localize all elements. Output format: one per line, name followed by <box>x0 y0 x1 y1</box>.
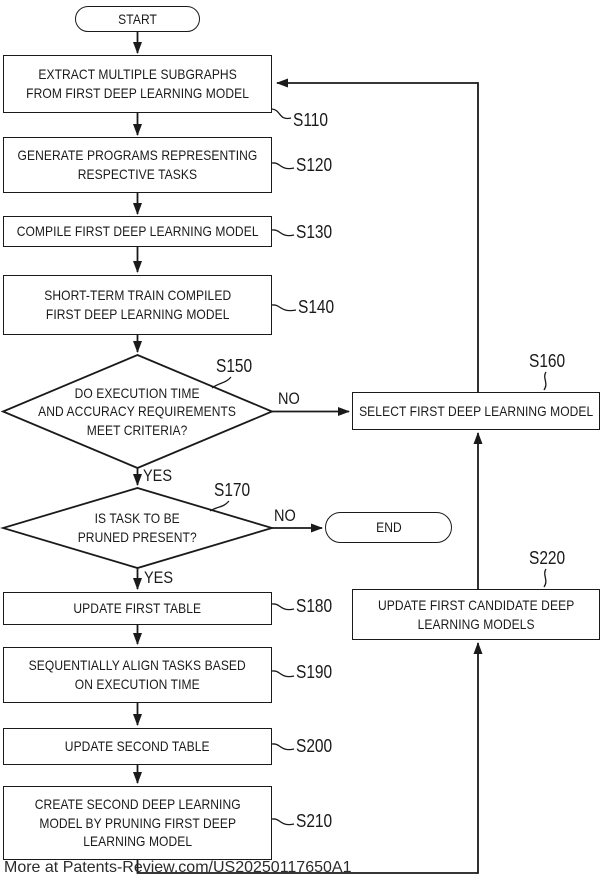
step-ref-s170: S170 <box>214 480 251 500</box>
step-ref-s200: S200 <box>296 736 333 756</box>
s170-label-connector <box>210 501 229 511</box>
branch-label-s150-no: NO <box>278 390 300 408</box>
process-s180-text: UPDATE FIRST TABLE <box>73 600 202 617</box>
s140-label-connector <box>272 305 296 311</box>
step-ref-s110: S110 <box>293 110 329 130</box>
step-ref-s120: S120 <box>296 155 333 175</box>
s220-label-connector <box>544 569 546 587</box>
step-ref-s160: S160 <box>529 351 566 371</box>
process-s160-text: SELECT FIRST DEEP LEARNING MODEL <box>358 402 594 419</box>
process-s180: UPDATE FIRST TABLE <box>3 592 272 625</box>
process-s160: SELECT FIRST DEEP LEARNING MODEL <box>352 392 600 430</box>
process-s220: UPDATE FIRST CANDIDATE DEEP LEARNING MOD… <box>352 589 600 640</box>
branch-label-s170-yes: YES <box>144 569 174 587</box>
s160-label-connector <box>544 372 546 390</box>
process-s210: CREATE SECOND DEEP LEARNING MODEL BY PRU… <box>3 786 272 860</box>
decision-s150-text: DO EXECUTION TIME AND ACCURACY REQUIREME… <box>38 384 237 438</box>
s120-label-connector <box>272 163 294 169</box>
s150-label-connector <box>212 377 231 388</box>
process-s200: UPDATE SECOND TABLE <box>3 728 272 765</box>
start-terminator: START <box>75 6 200 32</box>
process-s130: COMPILE FIRST DEEP LEARNING MODEL <box>3 216 272 247</box>
s110-label-connector <box>272 109 291 119</box>
process-s140-text: SHORT-TERM TRAIN COMPILED FIRST DEEP LEA… <box>43 287 231 322</box>
process-s140: SHORT-TERM TRAIN COMPILED FIRST DEEP LEA… <box>3 275 272 335</box>
decision-s170-shape <box>3 488 272 568</box>
decision-s170-text: IS TASK TO BE PRUNED PRESENT? <box>77 510 198 545</box>
s190-label-connector <box>272 671 294 677</box>
s210-label-connector <box>272 819 294 825</box>
process-s190-text: SEQUENTIALLY ALIGN TASKS BASED ON EXECUT… <box>28 657 247 692</box>
s200-label-connector <box>272 744 294 750</box>
process-s200-text: UPDATE SECOND TABLE <box>65 738 210 755</box>
end-terminator: END <box>325 512 452 543</box>
decision-s150: DO EXECUTION TIME AND ACCURACY REQUIREME… <box>3 355 272 468</box>
s130-label-connector <box>272 230 294 236</box>
step-ref-s130: S130 <box>296 222 333 242</box>
step-ref-s140: S140 <box>298 297 335 317</box>
decision-s150-shape <box>3 355 272 468</box>
footer-watermark: More at Patents-Review.com/US20250117650… <box>4 859 352 876</box>
branch-label-s170-no: NO <box>274 507 296 525</box>
process-s110: EXTRACT MULTIPLE SUBGRAPHS FROM FIRST DE… <box>3 55 272 113</box>
start-label: START <box>118 10 157 27</box>
step-ref-s180: S180 <box>296 596 333 616</box>
end-label: END <box>375 519 402 536</box>
step-ref-s190: S190 <box>296 662 333 682</box>
edge-s160-to-s110 <box>276 78 478 392</box>
process-s220-text: UPDATE FIRST CANDIDATE DEEP LEARNING MOD… <box>377 596 575 632</box>
branch-label-s150-yes: YES <box>143 467 173 485</box>
process-s110-text: EXTRACT MULTIPLE SUBGRAPHS FROM FIRST DE… <box>26 66 249 101</box>
step-ref-s210: S210 <box>296 811 333 831</box>
process-s120: GENERATE PROGRAMS REPRESENTING RESPECTIV… <box>3 137 272 193</box>
label-connectors <box>210 109 546 825</box>
process-s120-text: GENERATE PROGRAMS REPRESENTING RESPECTIV… <box>17 147 258 182</box>
s180-label-connector <box>272 604 294 610</box>
edge-s210-to-s220 <box>138 642 483 873</box>
step-ref-s220: S220 <box>529 548 566 568</box>
process-s190: SEQUENTIALLY ALIGN TASKS BASED ON EXECUT… <box>3 647 272 703</box>
decision-s170: IS TASK TO BE PRUNED PRESENT? <box>3 488 272 568</box>
step-ref-s150: S150 <box>216 356 253 376</box>
process-s130-text: COMPILE FIRST DEEP LEARNING MODEL <box>16 223 259 240</box>
process-s210-text: CREATE SECOND DEEP LEARNING MODEL BY PRU… <box>34 796 241 850</box>
